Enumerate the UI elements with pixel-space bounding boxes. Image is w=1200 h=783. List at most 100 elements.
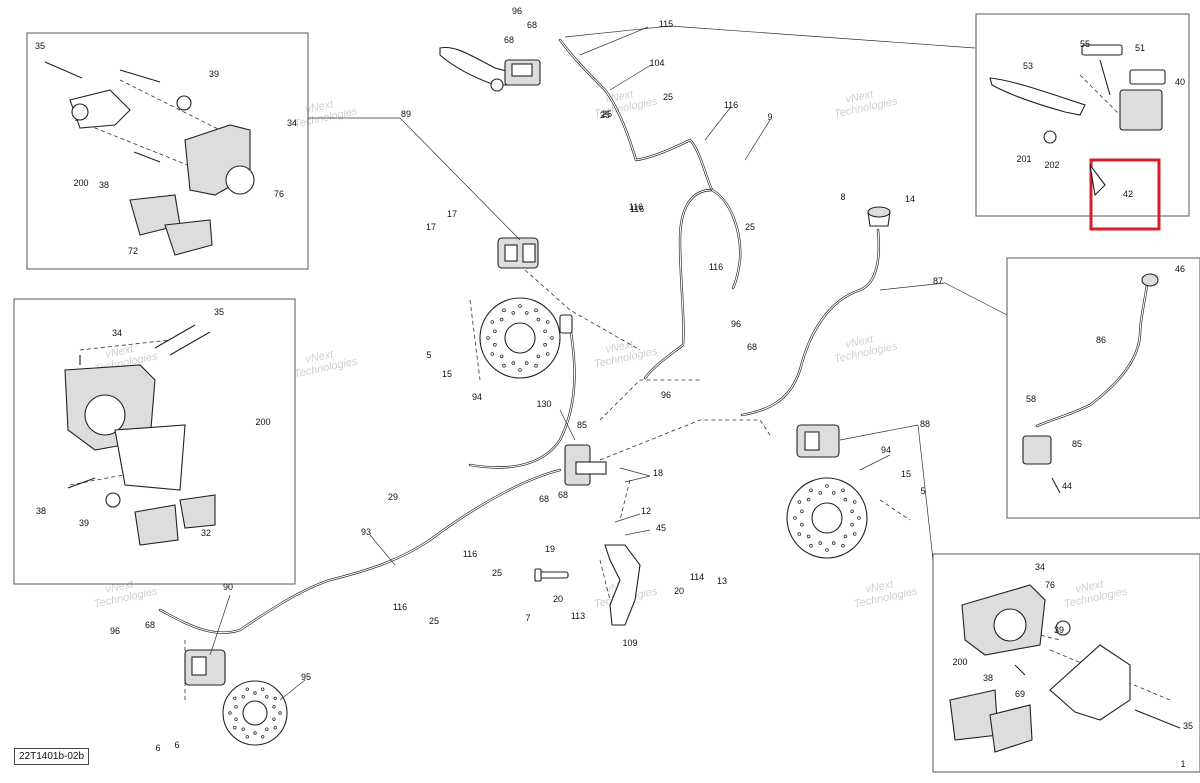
callout-number: 17 (447, 209, 457, 219)
disc-hole (825, 548, 829, 552)
disc-hole (797, 532, 802, 536)
disc-hole (486, 336, 490, 340)
callout-number: 114 (690, 572, 704, 582)
disc-hole (493, 329, 497, 334)
watermark-text: vNext (104, 578, 135, 596)
callout-number: 116 (463, 549, 477, 559)
disc-hole (511, 361, 516, 365)
callout-number: 90 (223, 582, 233, 592)
disc-hole (797, 500, 802, 504)
callout-number: 45 (656, 523, 666, 533)
callout-number: 39 (209, 69, 219, 79)
disc-hole (809, 543, 813, 548)
inset-box-top-right (975, 13, 1190, 217)
callout-number: 68 (504, 35, 514, 45)
callout-leaders (209, 25, 1008, 701)
disc-hole (806, 534, 811, 539)
disc-hole (536, 317, 541, 322)
disc-hole (534, 308, 538, 313)
callout-number: 201 (1016, 154, 1031, 164)
disc-hole (831, 541, 836, 545)
inset-box-mid-left (13, 298, 296, 585)
disc-hole (234, 717, 238, 721)
callout-number: 130 (536, 399, 551, 409)
disc-hole (502, 308, 506, 313)
callout-number: 12 (641, 506, 651, 516)
callout-number: 6 (155, 743, 160, 753)
disc-hole (850, 522, 854, 527)
callout-number: 20 (553, 594, 563, 604)
callout-number: 96 (661, 390, 671, 400)
disc-hole (511, 311, 516, 315)
callout-number: 116 (630, 204, 644, 214)
disc-hole (843, 497, 848, 502)
disc-hole (818, 491, 823, 495)
disc-hole (261, 735, 265, 739)
callout-number: 25 (745, 222, 755, 232)
callout-number: 72 (128, 246, 138, 256)
disc-hole (545, 352, 550, 356)
parts (44, 44, 1181, 753)
callout-number: 93 (361, 527, 371, 537)
disc-hole (852, 532, 857, 536)
bolt (537, 571, 569, 579)
disc-hole (499, 354, 504, 359)
callout-number: 44 (1062, 481, 1072, 491)
watermark-text: vNext (1074, 578, 1105, 596)
callout-number: 116 (629, 202, 643, 212)
callout-number: 202 (1044, 160, 1059, 170)
disc-hole (806, 497, 811, 502)
disc-hole (272, 717, 276, 721)
connector (559, 314, 573, 334)
disc-hole (518, 304, 522, 308)
disc-hole (524, 311, 529, 315)
callout-number: 15 (901, 469, 911, 479)
disc-hole (543, 342, 547, 347)
disc-hole (228, 711, 232, 715)
disc-hole (265, 695, 269, 699)
callout-number: 200 (73, 178, 88, 188)
watermark-text: vNext (864, 578, 895, 596)
callout-number: 116 (393, 602, 407, 612)
callout-number: 68 (539, 494, 549, 504)
disc-hole (843, 534, 848, 539)
callout-number: 25 (663, 92, 673, 102)
callout-number: 25 (602, 109, 612, 119)
disc-hole (818, 541, 823, 545)
watermark-text: vNext (844, 88, 875, 106)
callout-number: 34 (287, 118, 297, 128)
brake-lines (158, 38, 1149, 634)
callout-number: 34 (1035, 562, 1045, 572)
callout-number: 35 (1183, 721, 1193, 731)
callout-number: 96 (110, 626, 120, 636)
callout-number: 68 (558, 490, 568, 500)
callout-number: 95 (301, 672, 311, 682)
callout-number: 25 (492, 568, 502, 578)
callout-number: 76 (1045, 580, 1055, 590)
callout-number: 1 (1180, 759, 1185, 769)
callout-number: 15 (442, 369, 452, 379)
callout-number: 39 (1054, 625, 1064, 635)
disc-hole (518, 368, 522, 372)
callout-number: 46 (1175, 264, 1185, 274)
disc-hole (550, 336, 554, 340)
disc-hole (253, 731, 257, 735)
callout-number: 17 (426, 222, 436, 232)
inset-rear-master (1022, 435, 1052, 465)
disc-hole (233, 726, 237, 730)
disc-hole (272, 705, 276, 709)
callout-number: 94 (881, 445, 891, 455)
disc-hole (524, 361, 529, 365)
callout-number: 25 (600, 110, 610, 120)
callout-number: 25 (429, 616, 439, 626)
disc-hole (499, 317, 504, 322)
callout-number: 200 (952, 657, 967, 667)
disc-hole (261, 687, 265, 691)
callout-number: 116 (709, 262, 723, 272)
watermark-text: vNext (304, 98, 335, 116)
disc-hole (490, 352, 495, 356)
callout-number: 29 (388, 492, 398, 502)
disc-hole (841, 488, 845, 493)
